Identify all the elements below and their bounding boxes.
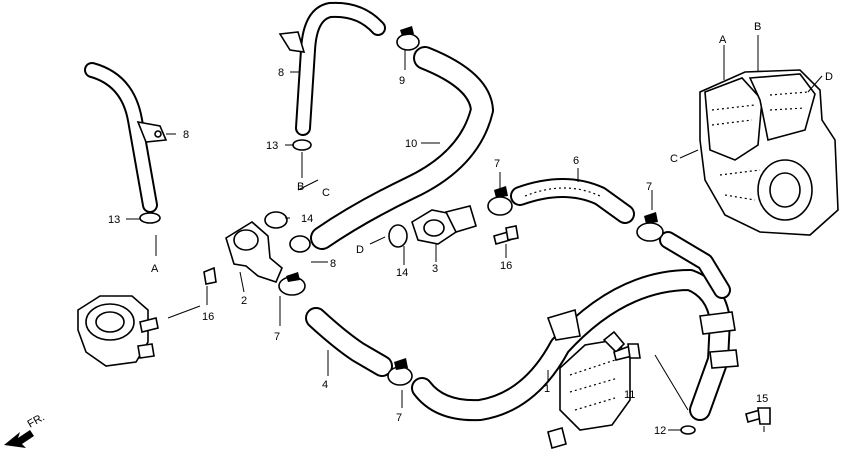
fitting-2 xyxy=(225,221,283,283)
callout-16: 16 xyxy=(202,311,214,323)
ref-letter-d: D xyxy=(356,244,364,256)
thermostat-cover xyxy=(77,295,159,367)
callout-15: 15 xyxy=(756,393,768,405)
callout-14: 14 xyxy=(396,267,408,279)
pipe-1 xyxy=(411,231,739,422)
callout-7: 7 xyxy=(274,331,280,343)
callout-8: 8 xyxy=(330,258,336,270)
callout-10: 10 xyxy=(405,138,417,150)
callout-11: 11 xyxy=(624,389,635,401)
ref-letter-b: B xyxy=(754,21,761,33)
callout-9: 9 xyxy=(399,75,405,87)
pipe-8-left xyxy=(84,62,168,213)
callout-8: 8 xyxy=(278,67,284,79)
flange-3 xyxy=(411,205,477,245)
front-indicator-label: FR. xyxy=(26,411,47,430)
callout-7: 7 xyxy=(646,181,652,193)
hose-10 xyxy=(310,46,494,250)
callout-12: 12 xyxy=(654,425,666,437)
hose-4 xyxy=(305,307,393,377)
callouts: 8 8 8 13 13 9 10 7 7 7 7 6 14 14 3 16 16… xyxy=(108,67,768,437)
o-rings xyxy=(139,139,408,248)
callout-4: 4 xyxy=(322,379,328,391)
ref-letter-c: C xyxy=(322,187,330,199)
callout-14: 14 xyxy=(301,213,313,225)
callout-3: 3 xyxy=(432,263,438,275)
engine-illustration xyxy=(699,69,839,236)
reference-letters: A B C D A B C D xyxy=(151,21,833,275)
leader-lines xyxy=(126,35,823,432)
ref-letter-b: B xyxy=(297,181,304,193)
callout-8: 8 xyxy=(183,129,189,141)
callout-7: 7 xyxy=(494,158,500,170)
clamps xyxy=(278,26,664,386)
callout-1: 1 xyxy=(544,383,550,395)
ref-letter-d: D xyxy=(825,71,833,83)
front-arrow xyxy=(4,430,34,448)
callout-13: 13 xyxy=(108,214,120,226)
water-pump-cover xyxy=(547,330,631,449)
callout-2: 2 xyxy=(241,295,247,307)
callout-6: 6 xyxy=(573,155,579,167)
callout-7: 7 xyxy=(396,412,402,424)
ref-letter-c: C xyxy=(670,153,678,165)
hose-6 xyxy=(510,178,635,224)
callout-13: 13 xyxy=(266,140,278,152)
ref-letter-a: A xyxy=(151,263,159,275)
callout-16: 16 xyxy=(500,260,512,272)
ref-letter-a: A xyxy=(719,34,727,46)
pipe-8-middle xyxy=(278,1,386,136)
